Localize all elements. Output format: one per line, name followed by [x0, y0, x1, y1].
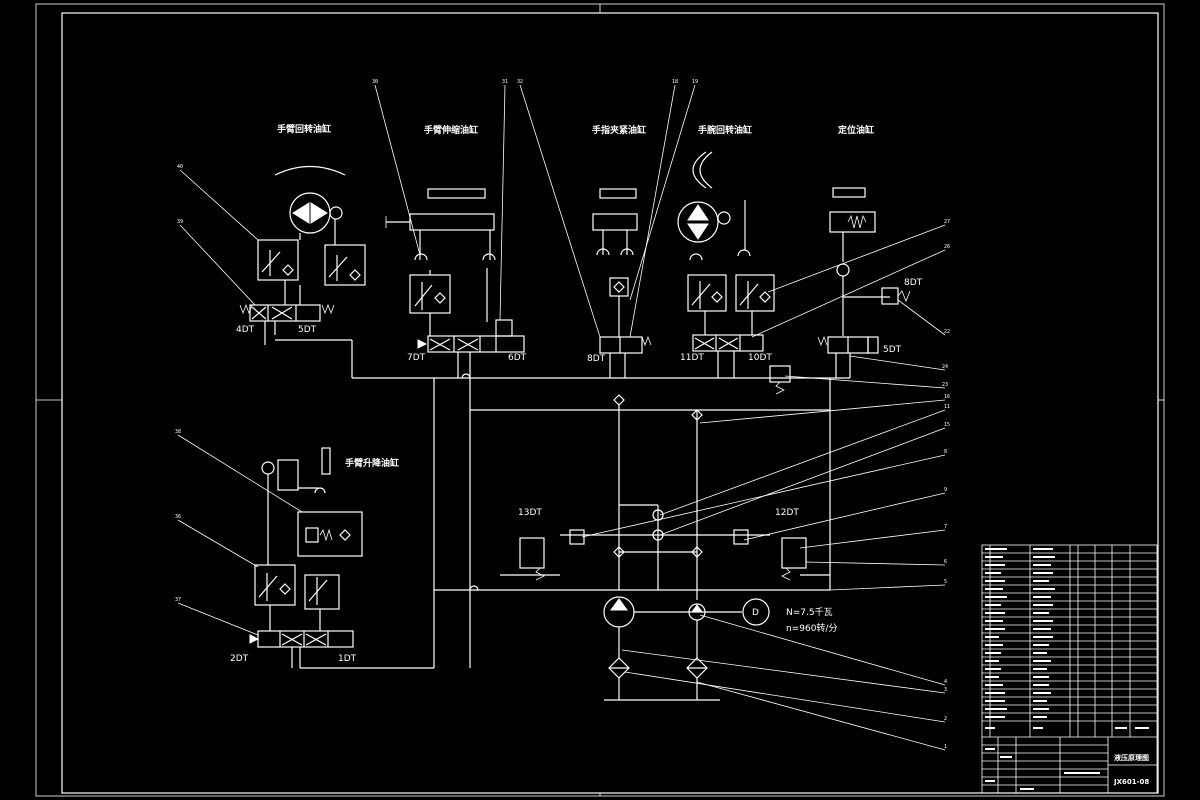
svg-text:15: 15	[944, 422, 950, 428]
solenoid-1dt: 1DT	[338, 654, 357, 664]
svg-text:27: 27	[944, 219, 950, 225]
title-block: 液压原理图 JX601-08	[981, 544, 1158, 794]
svg-text:2: 2	[944, 716, 947, 722]
arm-lift-circuit	[249, 447, 434, 669]
solenoid-2dt: 2DT	[230, 654, 249, 664]
arm-lift-cylinder-title: 手臂升降油缸	[345, 457, 399, 469]
svg-text:1: 1	[944, 744, 947, 750]
svg-text:18: 18	[672, 79, 678, 85]
motor-power: N=7.5千瓦	[786, 607, 833, 618]
solenoid-12dt: 12DT	[775, 508, 799, 518]
svg-text:30: 30	[372, 79, 378, 85]
svg-text:11: 11	[944, 404, 950, 410]
positioning-cylinder-title: 定位油缸	[837, 124, 874, 136]
svg-text:36: 36	[175, 514, 181, 520]
motor-speed: n=960转/分	[786, 622, 837, 634]
sheet-border-inner	[61, 12, 1159, 794]
center-marks	[36, 4, 1164, 796]
solenoid-10dt: 10DT	[748, 353, 772, 363]
parts-list-cell-marks	[985, 548, 1149, 790]
svg-text:6: 6	[944, 559, 947, 565]
arm-extend-circuit	[385, 188, 525, 378]
svg-text:3: 3	[944, 687, 947, 693]
finger-clamp-cylinder-title: 手指夹紧油缸	[592, 124, 646, 136]
leader-lines	[177, 84, 946, 751]
svg-text:19: 19	[692, 79, 698, 85]
parts-list-grid	[982, 545, 1157, 793]
arm-rotation-cylinder-title: 手臂回转油缸	[277, 123, 331, 135]
svg-text:26: 26	[944, 244, 950, 250]
arm-rotation-circuit	[239, 166, 366, 378]
solenoid-13dt: 13DT	[518, 508, 542, 518]
drawing-number: JX601-08	[1113, 778, 1149, 786]
wrist-rotation-circuit	[677, 151, 775, 378]
solenoid-5dt-positioning: 5DT	[883, 345, 902, 355]
svg-text:9: 9	[944, 487, 947, 493]
positioning-circuit	[769, 187, 911, 395]
svg-text:39: 39	[177, 219, 183, 225]
svg-text:38: 38	[175, 429, 181, 435]
solenoid-4dt: 4DT	[236, 325, 255, 335]
svg-text:40: 40	[177, 164, 183, 170]
svg-text:8: 8	[944, 449, 947, 455]
svg-text:16: 16	[944, 394, 950, 400]
motor-symbol: D	[752, 608, 759, 618]
arm-extend-cylinder-title: 手臂伸缩油缸	[424, 124, 478, 136]
svg-text:22: 22	[944, 329, 950, 335]
wrist-rotation-cylinder-title: 手腕回转油缸	[698, 124, 752, 136]
svg-text:4: 4	[944, 679, 947, 685]
solenoid-6dt: 6DT	[508, 353, 527, 363]
solenoid-8dt-positioning: 8DT	[904, 278, 923, 288]
solenoid-8dt: 8DT	[587, 354, 606, 364]
solenoid-11dt: 11DT	[680, 353, 704, 363]
svg-text:23: 23	[942, 382, 948, 388]
pump-station	[603, 596, 770, 701]
finger-clamp-circuit	[592, 188, 652, 406]
svg-text:7: 7	[944, 524, 947, 530]
main-lines	[352, 373, 850, 668]
svg-text:32: 32	[517, 79, 523, 85]
svg-text:24: 24	[942, 364, 948, 370]
svg-text:31: 31	[502, 79, 508, 85]
drawing-title: 液压原理图	[1114, 753, 1149, 762]
svg-text:37: 37	[175, 597, 181, 603]
solenoid-7dt: 7DT	[407, 353, 426, 363]
solenoid-5dt: 5DT	[298, 325, 317, 335]
svg-text:5: 5	[944, 579, 947, 585]
